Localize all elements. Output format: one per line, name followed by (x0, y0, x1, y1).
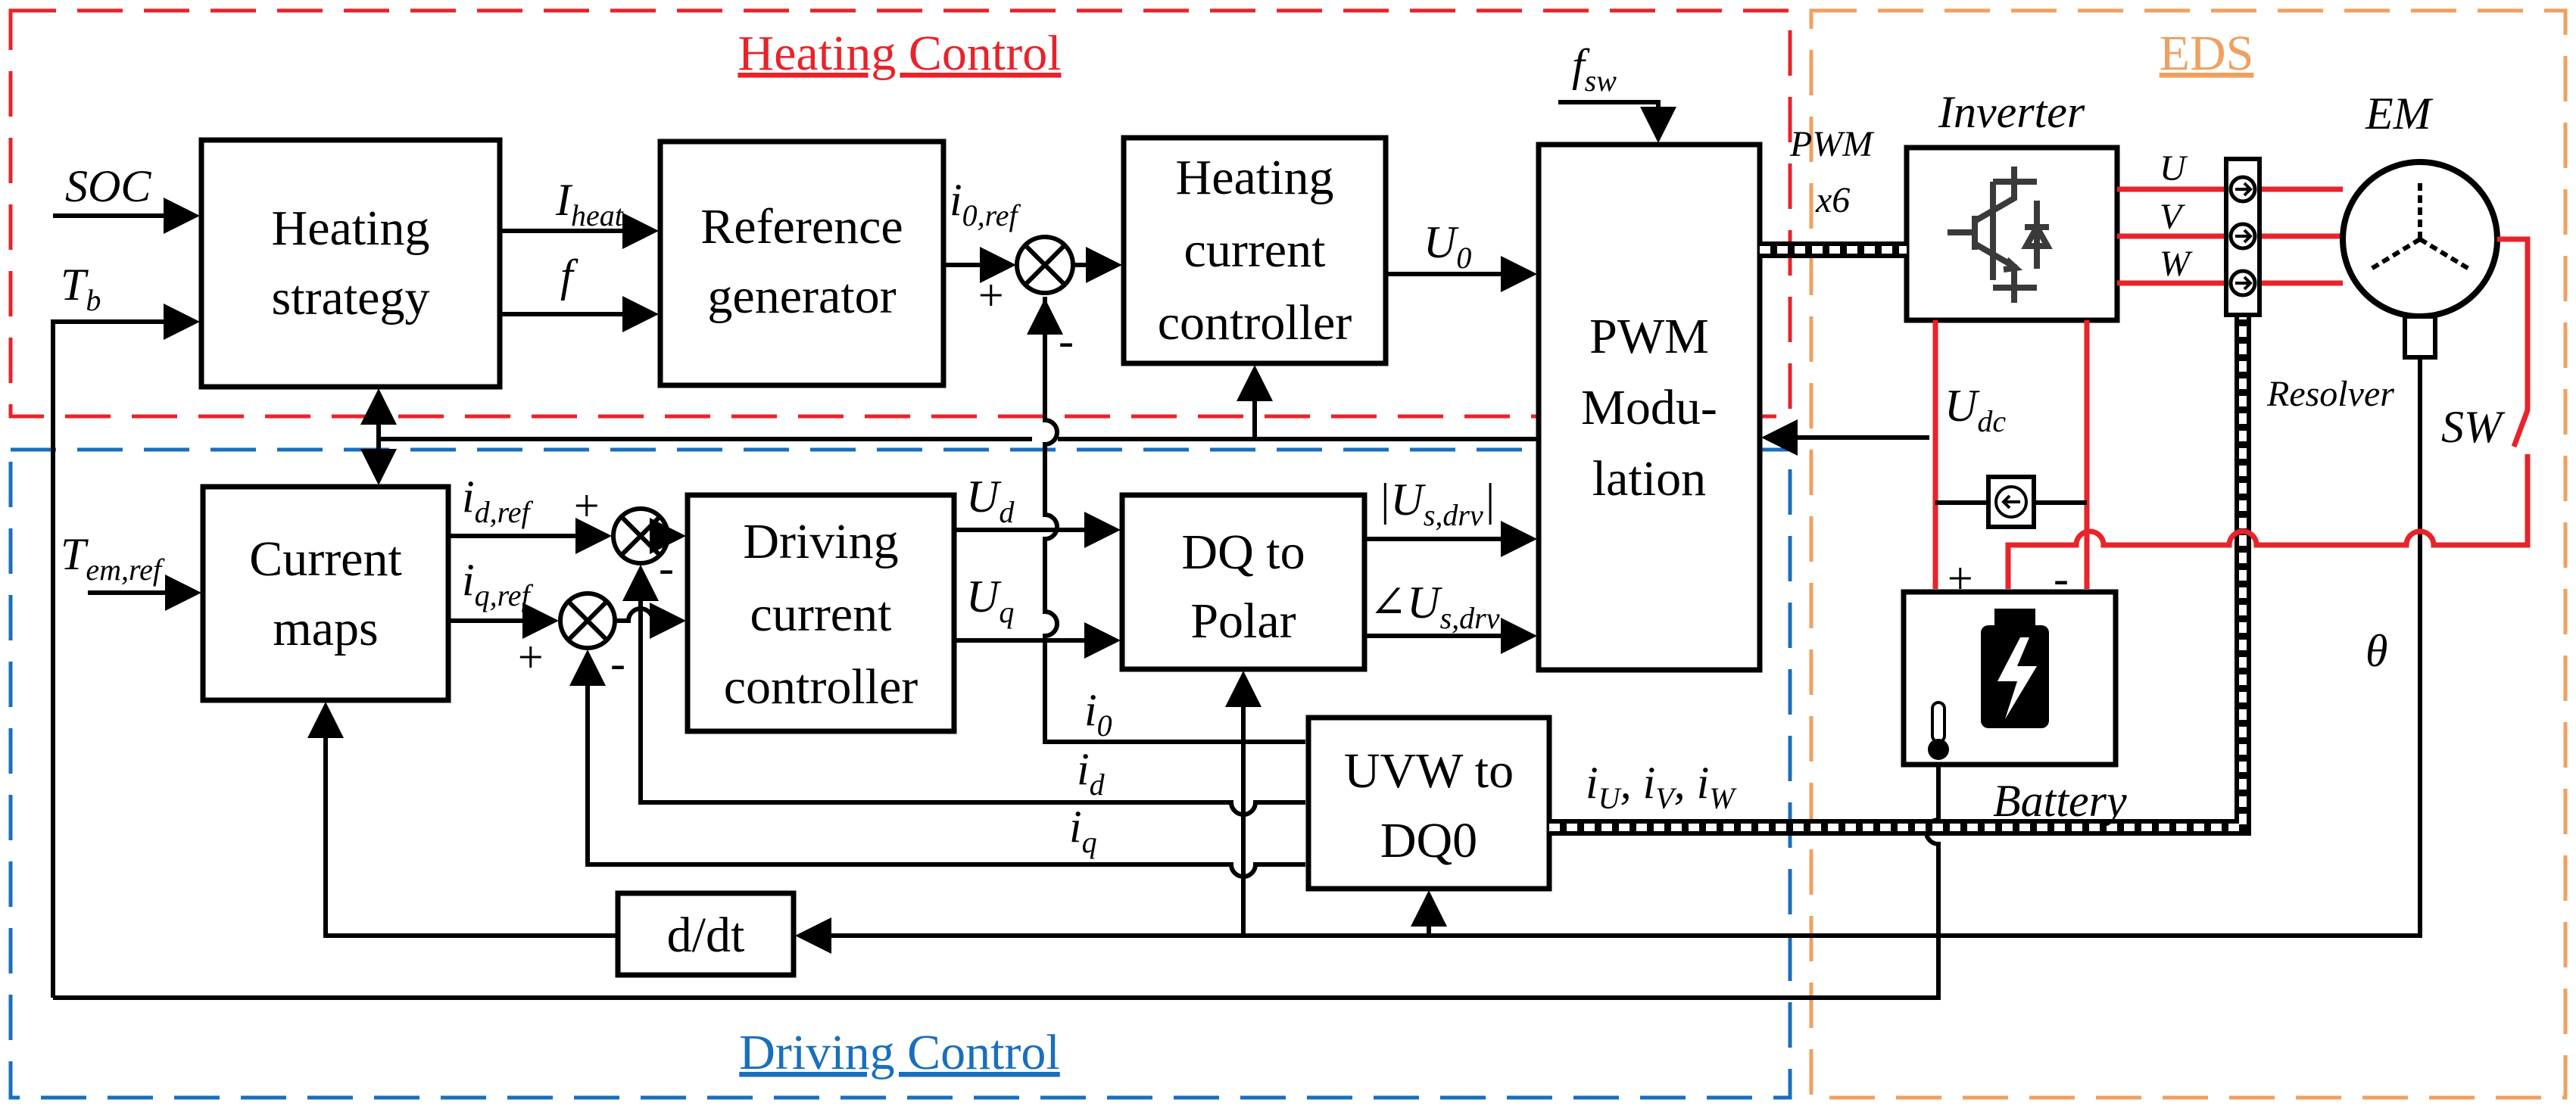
heating-plus: + (975, 270, 1006, 320)
f-label: f (560, 251, 579, 301)
phase-u-label: U (2160, 148, 2188, 188)
svg-text:UVW to: UVW to (1344, 743, 1514, 799)
us-ang-label: ∠Us,drv (1369, 578, 1500, 635)
resolver-label: Resolver (2266, 374, 2394, 414)
heating-control-title: Heating Control (738, 26, 1061, 81)
iq-label: iq (1069, 802, 1097, 859)
ud-label: Ud (966, 472, 1015, 529)
svg-text:d/dt: d/dt (667, 908, 745, 963)
svg-text:Reference: Reference (700, 199, 903, 254)
driving-wires (53, 306, 2422, 1000)
theta-label: θ (2365, 626, 2387, 676)
driving-control-title: Driving Control (739, 1025, 1060, 1080)
reference-generator-block: Reference generator (657, 139, 947, 388)
iq-ref-label: iq,ref (462, 555, 534, 612)
id-ref-label: id,ref (462, 472, 534, 529)
fsw-label: fsw (1572, 40, 1617, 98)
svg-text:generator: generator (707, 269, 896, 324)
em-label: EM (2365, 89, 2434, 139)
svg-text:Modu-: Modu- (1581, 380, 1717, 435)
uvw-to-dq0-block: UVW to DQ0 (1305, 715, 1552, 892)
d-minus: - (659, 543, 674, 593)
uq-label: Uq (966, 572, 1014, 629)
q-plus: + (515, 632, 546, 682)
driving-current-controller-block: Driving current controller (685, 492, 957, 734)
heating-current-controller-block: Heating current controller (1121, 135, 1389, 366)
u0-label: U0 (1424, 217, 1471, 275)
svg-text:Polar: Polar (1190, 593, 1296, 649)
dq-to-polar-block: DQ to Polar (1119, 492, 1368, 672)
q-sum-junction (558, 591, 617, 650)
iuvw-label: iU, iV, iW (1586, 758, 1737, 815)
inverter-label: Inverter (1938, 87, 2085, 137)
q-minus: - (610, 638, 625, 688)
tb-label: Tb (61, 260, 101, 317)
svg-text:lation: lation (1592, 451, 1706, 506)
svg-text:controller: controller (724, 659, 918, 715)
heating-wires (51, 100, 1929, 998)
battery-label: Battery (1993, 776, 2127, 826)
current-sensor (2224, 157, 2262, 317)
svg-text:strategy: strategy (272, 270, 430, 326)
id-label: id (1077, 744, 1106, 802)
pwm-x6-label-2: x6 (1815, 180, 1850, 220)
svg-text:current: current (750, 587, 892, 642)
soc-label: SOC (65, 161, 151, 211)
eds-title: EDS (2160, 26, 2254, 81)
svg-text:Heating: Heating (1176, 150, 1334, 205)
i0-label: i0 (1084, 685, 1112, 743)
electric-machine (2340, 159, 2500, 360)
svg-text:Driving: Driving (743, 514, 898, 569)
udc-label: Udc (1944, 381, 2006, 438)
pwm-modulation-block: PWM Modu- lation (1536, 142, 1763, 673)
heating-minus: - (1059, 316, 1074, 366)
eds-region (1809, 8, 2568, 1100)
heating-sum-junction (1015, 235, 1075, 295)
inverter (1904, 145, 2120, 323)
i0-ref-label: i0,ref (950, 175, 1021, 232)
svg-text:maps: maps (273, 601, 378, 656)
svg-text:DQ to: DQ to (1181, 525, 1305, 580)
phase-v-label: V (2160, 197, 2185, 237)
pwm-x6-label-1: PWM (1789, 124, 1875, 164)
dc-voltage-sensor (1935, 475, 2087, 529)
svg-text:current: current (1184, 223, 1326, 278)
svg-text:Current: Current (249, 531, 402, 587)
svg-text:DQ0: DQ0 (1380, 813, 1477, 868)
battery (1901, 589, 2119, 768)
svg-text:controller: controller (1158, 295, 1352, 350)
phase-w-label: W (2160, 244, 2193, 284)
us-mag-label: |Us,drv| (1378, 475, 1495, 532)
driving-control-region (8, 447, 1792, 1100)
tem-ref-label: Tem,ref (61, 529, 165, 587)
heating-strategy-block: Heating strategy (198, 137, 503, 390)
sw-label: SW (2441, 402, 2506, 452)
svg-text:PWM: PWM (1589, 309, 1709, 364)
ddt-block: d/dt (615, 890, 797, 978)
dc-wiring (1932, 236, 2531, 589)
i-heat-label: Iheat (555, 175, 624, 232)
svg-text:Heating: Heating (272, 201, 430, 256)
heating-control-region (8, 8, 1792, 419)
d-plus: + (571, 481, 602, 531)
current-maps-block: Current maps (200, 484, 451, 703)
